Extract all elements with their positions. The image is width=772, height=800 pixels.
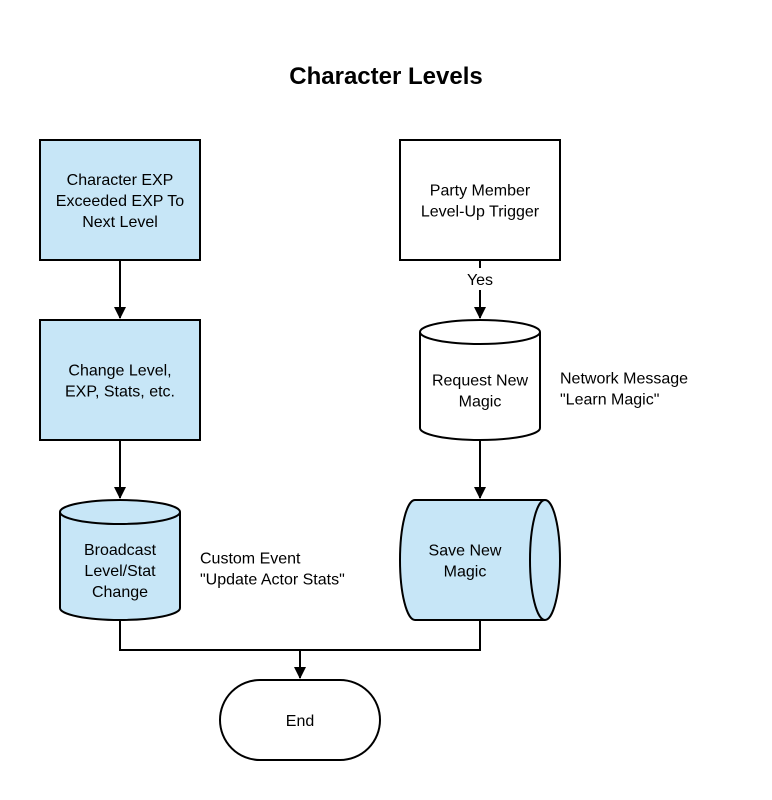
- node-end[interactable]: End: [219, 679, 381, 761]
- cylinder-end-rim: [529, 499, 546, 621]
- label-line: Custom Event: [200, 551, 301, 568]
- note-network-message: Network Message "Learn Magic": [560, 371, 688, 409]
- label-line: EXP, Stats, etc.: [65, 384, 175, 401]
- label-line: "Update Actor Stats": [200, 572, 345, 589]
- cylinder-top-rim: [419, 331, 541, 345]
- label-line: Network Message: [560, 371, 688, 388]
- node-label: Change Level, EXP, Stats, etc.: [65, 363, 175, 401]
- cylinder-top-rim: [59, 511, 181, 525]
- database-cylinder: [419, 319, 541, 441]
- node-label: Character EXP Exceeded EXP To Next Level: [56, 172, 184, 231]
- label-line: Next Level: [82, 214, 158, 231]
- label-line: Magic: [444, 564, 487, 581]
- node-exp-exceeded[interactable]: Character EXP Exceeded EXP To Next Level: [39, 139, 201, 261]
- label-line: Party Member: [430, 183, 531, 200]
- label-line: Change Level,: [68, 363, 171, 380]
- edge-label-yes-bg: [462, 268, 498, 290]
- label-line: Request New: [432, 373, 528, 390]
- process-box: [399, 139, 561, 261]
- label-line: Exceeded EXP To: [56, 193, 184, 210]
- label-line: Save New: [429, 543, 502, 560]
- connector-broadcast-to-end: [119, 620, 300, 651]
- edge-label-yes: Yes: [467, 272, 493, 289]
- storage-cylinder: [399, 499, 561, 621]
- label-line: Broadcast: [84, 542, 157, 559]
- database-cylinder: [59, 499, 181, 621]
- process-box: [39, 319, 201, 441]
- label-line: Magic: [459, 394, 502, 411]
- diagram-title: Character Levels: [289, 63, 482, 90]
- connector-save-to-end: [300, 620, 481, 651]
- label-line: "Learn Magic": [560, 392, 659, 409]
- node-label: End: [286, 713, 314, 730]
- label-line: Change: [92, 584, 148, 601]
- label-line: Character EXP: [67, 172, 174, 189]
- label-line: Level/Stat: [84, 563, 156, 580]
- label-line: Level-Up Trigger: [421, 204, 540, 221]
- label-line: End: [286, 713, 314, 730]
- process-box: [39, 139, 201, 261]
- node-change-level[interactable]: Change Level, EXP, Stats, etc.: [39, 319, 201, 441]
- note-custom-event: Custom Event "Update Actor Stats": [200, 551, 345, 589]
- terminator-shape: [219, 679, 381, 761]
